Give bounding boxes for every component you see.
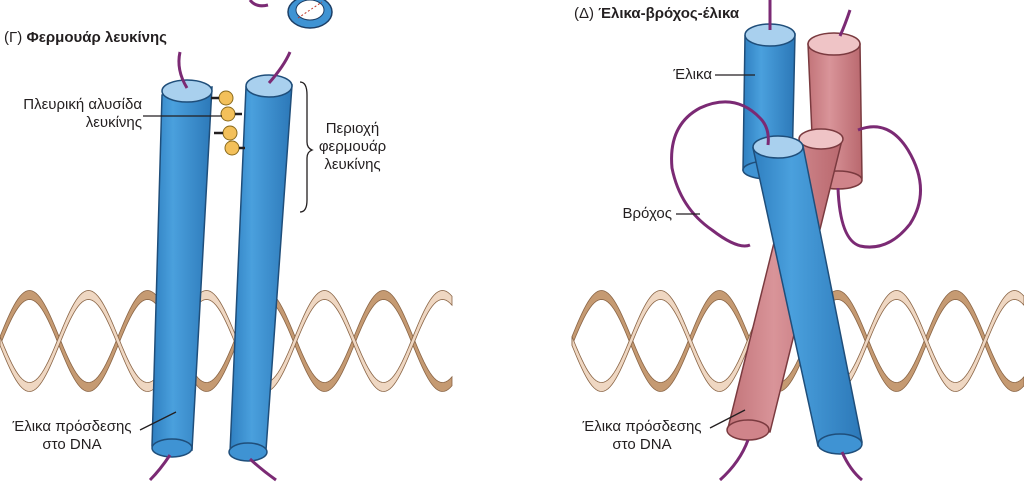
loop-label: Βρόχος [600, 205, 672, 223]
dna-strand-back [0, 290, 453, 392]
helix-label-text: Έλικα [673, 66, 712, 83]
leucine-zipper-helices [151, 74, 293, 462]
zipper-region-line2: φερμουάρ [318, 138, 387, 155]
zipper-region-label: Περιοχή φερμουάρ λευκίνης [305, 120, 400, 174]
dna-strand-back [571, 290, 1024, 392]
polypeptide-tails-left [148, 51, 292, 482]
dna-binding-left-line2: στο DNA [42, 436, 102, 453]
panel-g-tag: (Γ) [4, 29, 23, 46]
side-chain-label: Πλευρική αλυσίδα λευκίνης [2, 96, 142, 132]
helix-right [228, 74, 293, 462]
zipper-region-line1: Περιοχή [325, 120, 380, 137]
side-chain-label-line1: Πλευρική αλυσίδα [23, 96, 142, 113]
dna-binding-right-line2: στο DNA [612, 436, 672, 453]
panel-g-title-text: Φερμουάρ λευκίνης [26, 29, 167, 46]
zipper-region-line3: λευκίνης [324, 156, 381, 173]
panel-d-title: (Δ) Έλικα-βρόχος-έλικα [574, 5, 739, 23]
leader-lines-right [676, 74, 755, 429]
dna-double-helix-right [571, 290, 1024, 392]
dna-binding-helix-label-right: Έλικα πρόσδεσης στο DNA [572, 418, 712, 454]
partial-helix-icon [248, 0, 333, 29]
helix-left [151, 79, 213, 458]
dna-double-helix-left [0, 290, 453, 392]
dna-strand-front [0, 290, 453, 392]
leader-lines-left [139, 81, 314, 431]
panel-g-title: (Γ) Φερμουάρ λευκίνης [4, 29, 167, 47]
dna-binding-left-line1: Έλικα πρόσδεσης [12, 418, 132, 435]
panel-d-tag: (Δ) [574, 5, 595, 22]
helix-loop-helix [726, 23, 863, 455]
panel-d-title-text: Έλικα-βρόχος-έλικα [598, 5, 740, 22]
leucine-side-chains [211, 90, 245, 156]
loops-and-tails-right [670, 0, 922, 482]
dna-binding-helix-label-left: Έλικα πρόσδεσης στο DNA [2, 418, 142, 454]
helix-label: Έλικα [640, 66, 712, 84]
side-chain-label-line2: λευκίνης [85, 114, 142, 131]
dna-binding-right-line1: Έλικα πρόσδεσης [582, 418, 702, 435]
dna-strand-front [571, 290, 1024, 392]
blue-helix-lower [752, 135, 863, 455]
loop-label-text: Βρόχος [622, 205, 672, 222]
